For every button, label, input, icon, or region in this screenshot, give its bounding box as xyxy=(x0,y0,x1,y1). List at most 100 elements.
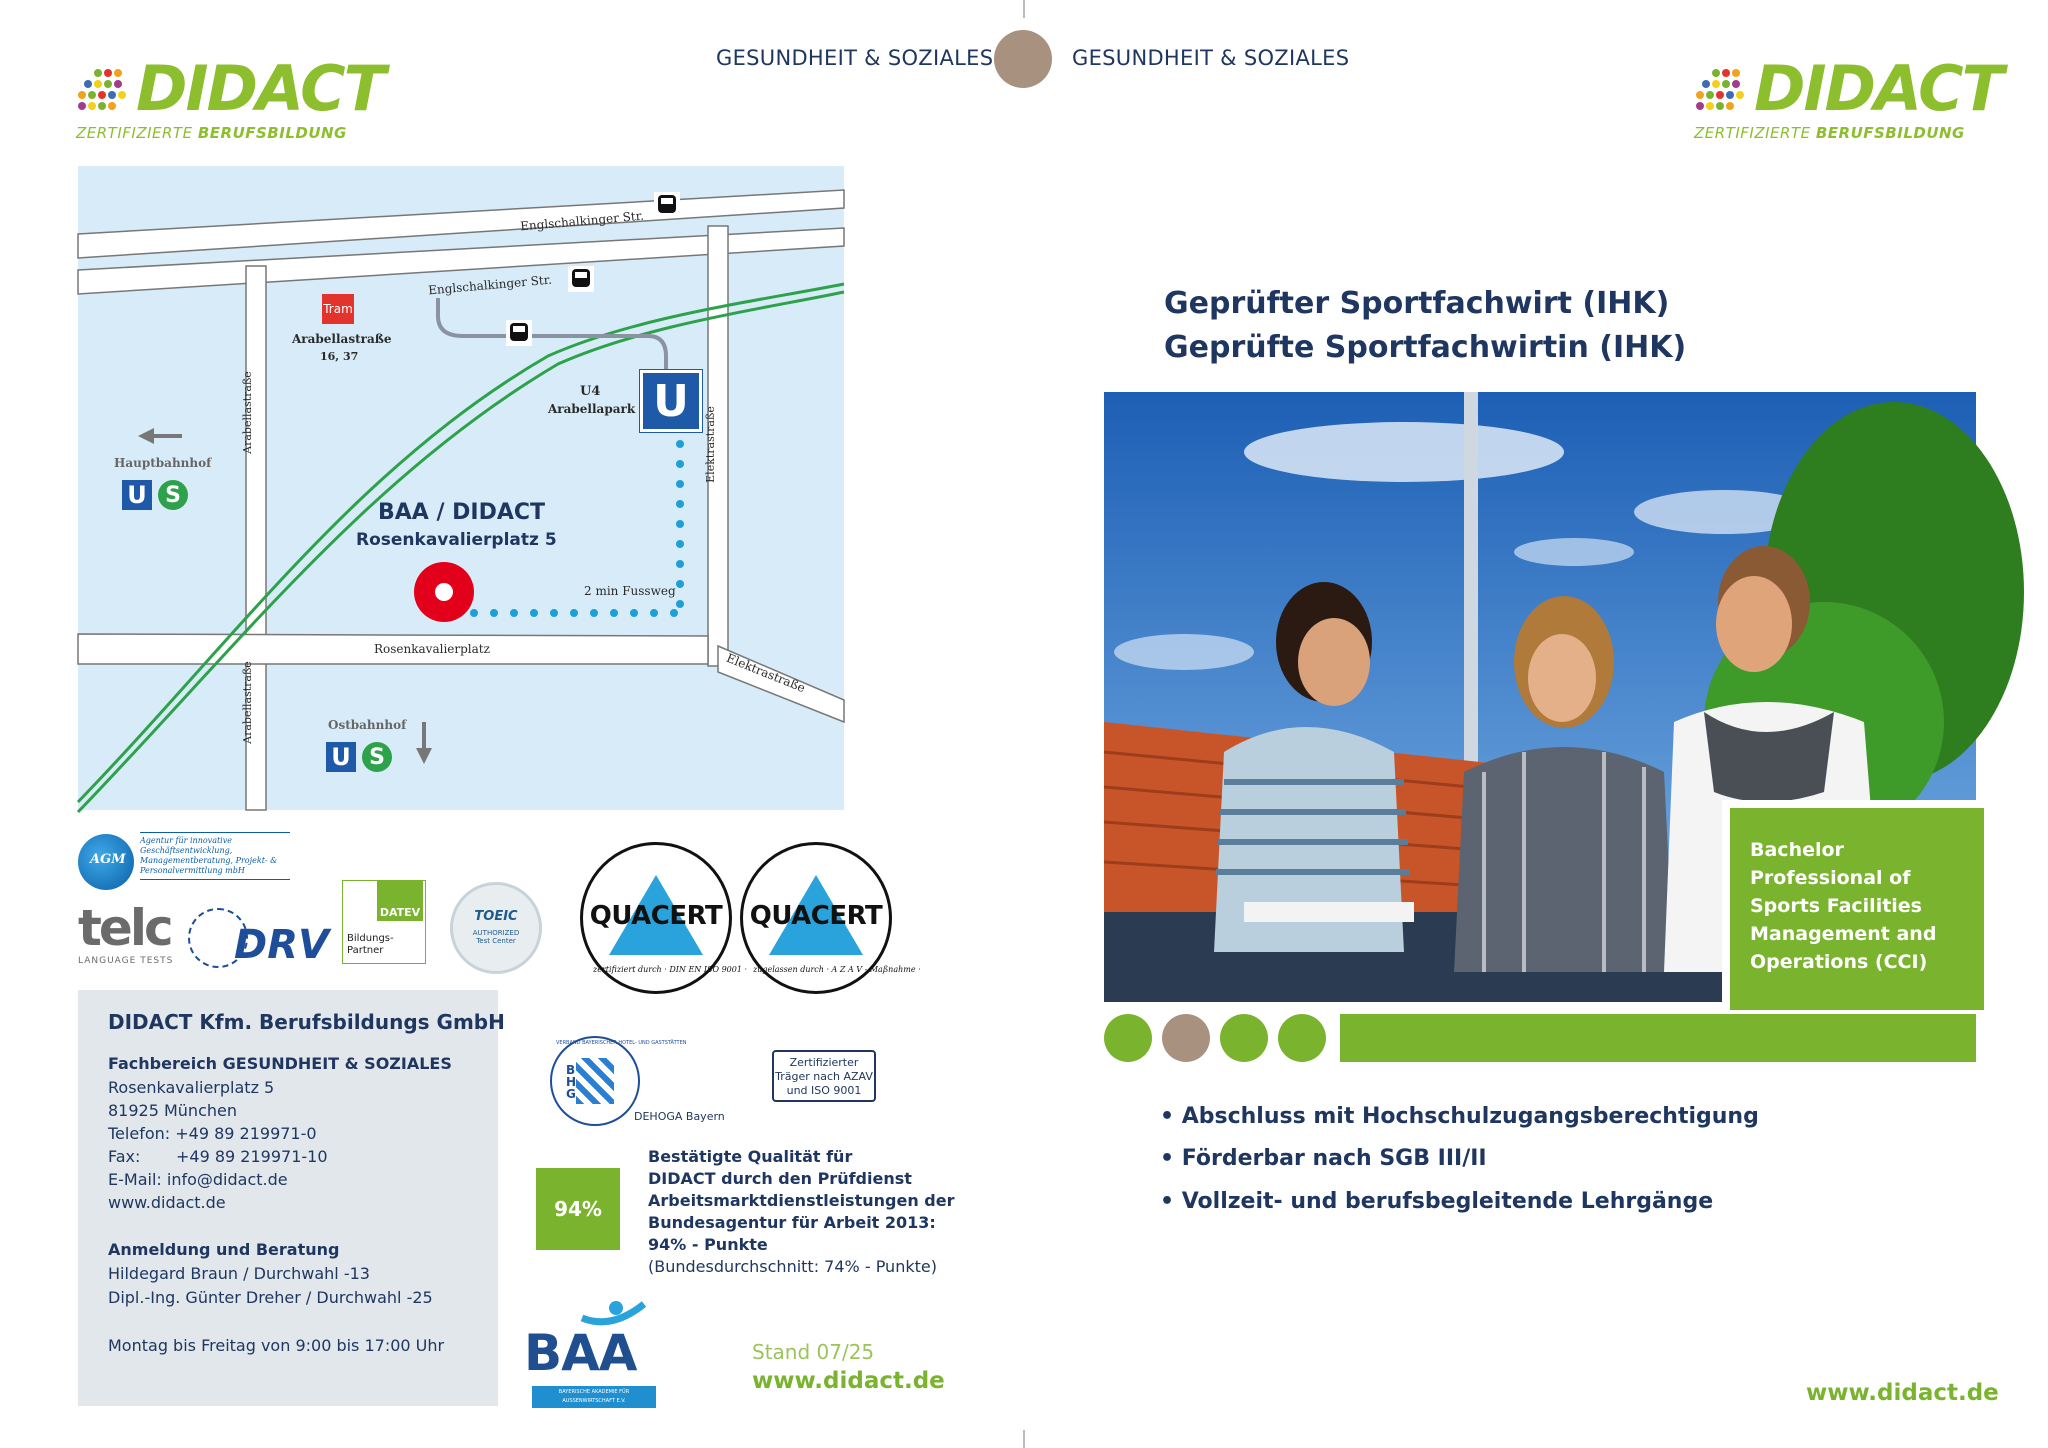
datev-sub: Bildungs-Partner xyxy=(347,933,394,956)
right-footer-url[interactable]: www.didact.de xyxy=(1806,1380,1999,1406)
azav-line-3: und ISO 9001 xyxy=(786,1084,862,1097)
header-circle xyxy=(994,30,1052,88)
bus-icon xyxy=(568,266,594,292)
stand-label: Stand 07/25 xyxy=(752,1340,875,1364)
contact-fax-label: Fax: xyxy=(108,1147,141,1166)
agm-logo: AGM Agentur für innovative Geschäftsentw… xyxy=(78,832,290,892)
contact-city: 81925 München xyxy=(108,1101,237,1120)
drv-globe-icon xyxy=(188,908,248,968)
quality-line-2: DIDACT durch den Prüfdienst xyxy=(648,1169,912,1188)
tram-lines: 16, 37 xyxy=(320,350,359,363)
quality-line-1: Bestätigte Qualität für xyxy=(648,1147,853,1166)
center-divider-bottom xyxy=(1023,1430,1025,1448)
header-right-label: GESUNDHEIT & SOZIALES xyxy=(1072,46,1350,70)
bhg-letters: BHG xyxy=(566,1063,577,1101)
quality-percent-box: 94% xyxy=(536,1168,620,1250)
deco-circle-taupe xyxy=(1162,1014,1210,1062)
quacert-iso-seal: QUACERT zertifiziert durch · DIN EN ISO … xyxy=(580,842,748,994)
logo-tagline-bold: BERUFSBILDUNG xyxy=(1815,124,1965,142)
walk-time-label: 2 min Fussweg xyxy=(584,584,676,598)
quacert-azav-seal: QUACERT zugelassen durch · A Z A V - Maß… xyxy=(740,842,921,994)
street-label-arabella-vertical-2: Arabellastraße xyxy=(240,661,254,744)
badge-line-2: Professional of xyxy=(1750,867,1911,889)
globe-icon xyxy=(78,834,134,890)
center-divider-top xyxy=(1023,0,1025,18)
bus-icon xyxy=(506,320,532,346)
logo-tagline-prefix: ZERTIFIZIERTE xyxy=(1694,124,1811,142)
quality-line-3: Arbeitsmarktdienstleistungen der xyxy=(648,1191,955,1210)
contact-dept: Fachbereich GESUNDHEIT & SOZIALES xyxy=(108,1054,452,1073)
u-bahn-sign: U xyxy=(326,742,356,772)
logo-tagline: ZERTIFIZIERTE BERUFSBILDUNG xyxy=(76,124,347,142)
azav-certified-box: Zertifizierter Träger nach AZAV und ISO … xyxy=(772,1050,876,1102)
tram-stop-name: Arabellastraße xyxy=(292,332,392,346)
bhg-diamonds xyxy=(576,1058,614,1104)
datev-box: DATEV xyxy=(377,881,423,921)
bus-icon xyxy=(654,192,680,218)
logo-tagline-prefix: ZERTIFIZIERTE xyxy=(76,124,193,142)
contact-company: DIDACT Kfm. Berufsbildungs GmbH xyxy=(108,1010,505,1034)
quacert-ring-text: zertifiziert durch · DIN EN ISO 9001 · xyxy=(593,965,748,974)
badge-line-1: Bachelor xyxy=(1750,839,1844,861)
drv-wordmark: DRV xyxy=(234,922,329,968)
left-footer-url[interactable]: www.didact.de xyxy=(752,1368,945,1394)
deco-bar-green xyxy=(1340,1014,1976,1062)
contact-phone-row: Telefon: +49 89 219971-0 xyxy=(108,1124,317,1143)
contact-web[interactable]: www.didact.de xyxy=(108,1193,226,1212)
agm-text: Agentur für innovative Geschäftsentwickl… xyxy=(140,832,290,880)
quacert-wordmark: QUACERT xyxy=(749,901,883,931)
header-left-label: GESUNDHEIT & SOZIALES xyxy=(716,46,994,70)
bullet-item: • Förderbar nach SGB III/II xyxy=(1160,1146,1487,1171)
dehoga-label: DEHOGA Bayern xyxy=(634,1110,725,1123)
bullet-text: Abschluss mit Hochschulzugangsberechtigu… xyxy=(1181,1104,1759,1129)
telc-wordmark: telc xyxy=(78,899,174,957)
contact-reg-1: Hildegard Braun / Durchwahl -13 xyxy=(108,1264,370,1283)
walk-dots xyxy=(470,440,684,617)
logo-tagline: ZERTIFIZIERTE BERUFSBILDUNG xyxy=(1694,124,1965,142)
baa-didact-address: Rosenkavalierplatz 5 xyxy=(356,530,557,550)
u4-line-label: U4 xyxy=(580,384,601,399)
u-bahn-sign: U xyxy=(122,480,152,510)
street-label-elektra-vertical: Elektrastraße xyxy=(703,406,717,483)
quality-line-5: 94% - Punkte xyxy=(648,1235,768,1254)
arrow-down-icon xyxy=(416,722,432,764)
contact-phone[interactable]: +49 89 219971-0 xyxy=(175,1124,317,1143)
contact-box: DIDACT Kfm. Berufsbildungs GmbH Fachbere… xyxy=(78,990,505,1406)
u4-stop-label: Arabellapark xyxy=(548,402,636,416)
map-roads xyxy=(76,189,845,814)
badge-line-5: Operations (CCI) xyxy=(1750,951,1928,973)
azav-line-2: Träger nach AZAV xyxy=(775,1070,873,1083)
datev-logo: DATEV Bildungs-Partner xyxy=(342,880,426,964)
logo-dots-icon xyxy=(1696,69,1744,110)
toeic-wordmark: TOEIC xyxy=(474,909,518,924)
azav-line-1: Zertifizierter xyxy=(789,1056,859,1069)
drv-logo: DRV xyxy=(186,906,329,970)
badge-line-3: Sports Facilities xyxy=(1750,895,1922,917)
bullet-text: Vollzeit- und berufsbegleitende Lehrgäng… xyxy=(1181,1189,1714,1214)
tram-sign: Tram xyxy=(322,294,354,324)
hauptbahnhof-label: Hauptbahnhof xyxy=(114,456,212,470)
contact-email-label: E-Mail: xyxy=(108,1170,162,1189)
street-label-arabella-vertical: Arabellastraße xyxy=(240,371,254,454)
badge-line-4: Management and xyxy=(1750,923,1937,945)
course-title-2: Geprüfte Sportfachwirtin (IHK) xyxy=(1164,330,1687,365)
s-bahn-sign: S xyxy=(158,480,188,510)
bachelor-badge-text: Bachelor Professional of Sports Faciliti… xyxy=(1750,836,1936,976)
contact-reg-2: Dipl.-Ing. Günter Dreher / Durchwahl -25 xyxy=(108,1288,433,1307)
contact-fax: +49 89 219971-10 xyxy=(176,1147,328,1166)
quacert-triangle-icon xyxy=(609,875,703,955)
bullet-text: Förderbar nach SGB III/II xyxy=(1181,1146,1487,1171)
deco-circle-green xyxy=(1278,1014,1326,1062)
baa-didact-title: BAA / DIDACT xyxy=(378,500,546,525)
arrow-left-icon xyxy=(138,428,182,444)
bachelor-badge: Bachelor Professional of Sports Faciliti… xyxy=(1722,800,1984,1010)
u-bahn-sign: U xyxy=(640,370,702,432)
course-title-1: Geprüfter Sportfachwirt (IHK) xyxy=(1164,286,1670,321)
contact-hours: Montag bis Freitag von 9:00 bis 17:00 Uh… xyxy=(108,1336,445,1355)
toeic-logo: TOEIC AUTHORIZED Test Center xyxy=(450,882,542,974)
contact-email[interactable]: info@didact.de xyxy=(166,1170,288,1189)
bhg-seal: BHG VERBAND BAYERISCHER HOTEL- UND GASTS… xyxy=(550,1036,687,1126)
baa-figure-icon xyxy=(580,1301,647,1326)
toeic-sub: AUTHORIZED Test Center xyxy=(472,929,520,945)
quacert-triangle-icon xyxy=(769,875,863,955)
